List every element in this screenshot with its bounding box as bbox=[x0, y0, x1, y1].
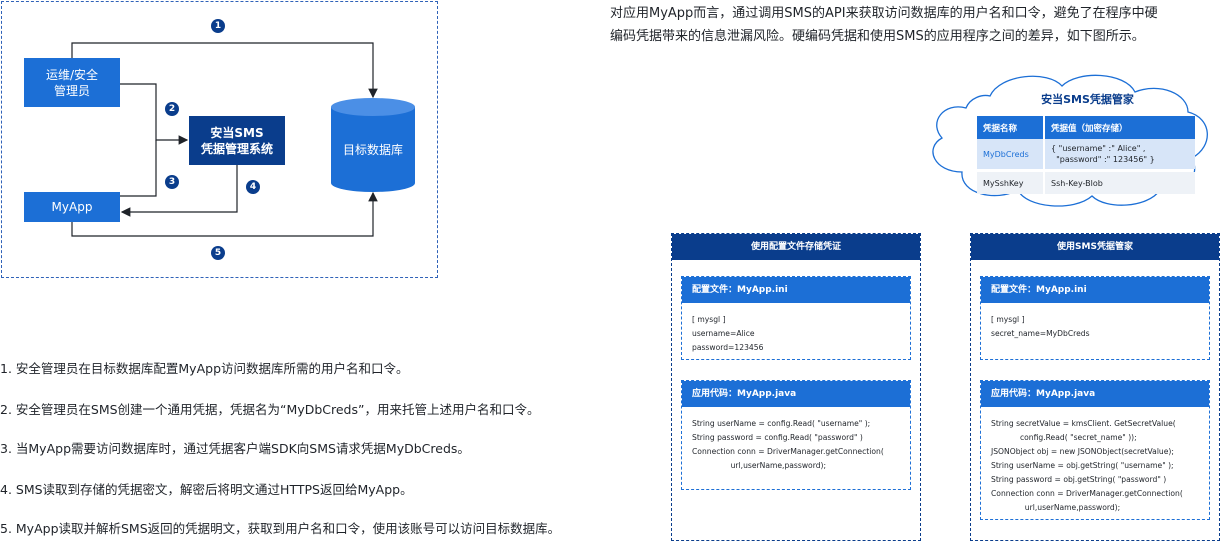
intro-line-2: 编码凭据带来的信息泄漏风险。硬编码凭据和使用SMS的应用程序之间的差异，如下图所… bbox=[610, 29, 1145, 44]
credential-value-mydbcreds: { "username" :" Alice" , "password" :" 1… bbox=[1043, 139, 1195, 169]
step-text-5: 5. MyApp读取并解析SMS返回的凭据明文，获取到用户名和口令，使用该账号可… bbox=[0, 521, 561, 536]
step-number-2: 2 bbox=[165, 102, 179, 116]
panel-sms: 使用SMS凭据管家 配置文件：MyApp.ini [ mysgl ] secre… bbox=[970, 233, 1220, 541]
step-number-4: 4 bbox=[246, 180, 260, 194]
arrow-step-4 bbox=[120, 165, 238, 217]
panel-title: 使用配置文件存储凭证 bbox=[672, 234, 920, 260]
code-card-title: 应用代码：MyApp.java bbox=[682, 381, 910, 407]
arrow-step-5 bbox=[71, 191, 378, 237]
step-text-3: 3. 当MyApp需要访问数据库时，通过凭据客户端SDK向SMS请求凭据MyDb… bbox=[0, 441, 470, 456]
code-card: 应用代码：MyApp.java String userName = config… bbox=[681, 380, 911, 490]
code-card: 应用代码：MyApp.java String secretValue = kms… bbox=[980, 380, 1210, 520]
code-card-body: String userName = config.Read( "username… bbox=[692, 419, 884, 470]
header-credential-name: 凭据名称 bbox=[983, 123, 1018, 134]
config-card-body: [ mysgl ] username=Alice password=123456 bbox=[692, 315, 764, 352]
step-number-1: 1 bbox=[211, 19, 225, 33]
database-cylinder-icon bbox=[331, 98, 415, 192]
arrow-step-2 bbox=[120, 83, 189, 145]
code-card-body: String secretValue = kmsClient. GetSecre… bbox=[991, 419, 1183, 512]
config-card: 配置文件：MyApp.ini [ mysgl ] username=Alice … bbox=[681, 276, 911, 360]
ops-admin-node: 运维/安全 管理员 bbox=[24, 58, 120, 107]
flow-diagram-frame bbox=[1, 1, 438, 278]
credential-row: MyDbCreds { "username" :" Alice" , "pass… bbox=[977, 139, 1195, 169]
panel-config-file: 使用配置文件存储凭证 配置文件：MyApp.ini [ mysgl ] user… bbox=[671, 233, 921, 541]
arrow-step-1 bbox=[71, 42, 378, 99]
step-text-1: 1. 安全管理员在目标数据库配置MyApp访问数据库所需的用户名和口令。 bbox=[0, 361, 409, 376]
credential-name-mydbcreds: MyDbCreds bbox=[983, 149, 1029, 159]
credential-name-mysshkey: MySshKey bbox=[983, 178, 1024, 188]
target-db-label: 目标数据库 bbox=[342, 143, 403, 157]
cloud-title: 安当SMS凭据管家 bbox=[1041, 93, 1134, 106]
header-credential-value: 凭据值（加密存储） bbox=[1043, 116, 1195, 139]
credential-value-mysshkey: Ssh-Key-Blob bbox=[1043, 172, 1195, 194]
arrow-step-3 bbox=[120, 140, 157, 197]
myapp-node: MyApp bbox=[24, 192, 120, 222]
step-text-4: 4. SMS读取到存储的凭据密文，解密后将明文通过HTTPS返回给MyApp。 bbox=[0, 482, 413, 497]
step-number-5: 5 bbox=[211, 246, 225, 260]
config-card-body: [ mysgl ] secret_name=MyDbCreds bbox=[991, 315, 1090, 338]
config-card-title: 配置文件：MyApp.ini bbox=[981, 277, 1209, 303]
credential-table: 凭据名称 凭据值（加密存储） MyDbCreds { "username" :"… bbox=[977, 116, 1195, 194]
code-card-title: 应用代码：MyApp.java bbox=[981, 381, 1209, 407]
config-card: 配置文件：MyApp.ini [ mysgl ] secret_name=MyD… bbox=[980, 276, 1210, 360]
config-card-title: 配置文件：MyApp.ini bbox=[682, 277, 910, 303]
step-text-2: 2. 安全管理员在SMS创建一个通用凭据，凭据名为“MyDbCreds”，用来托… bbox=[0, 402, 540, 417]
flow-connectors bbox=[71, 42, 415, 237]
intro-line-1: 对应用MyApp而言，通过调用SMS的API来获取访问数据库的用户名和口令，避免… bbox=[610, 6, 1158, 21]
sms-system-node: 安当SMS 凭据管理系统 bbox=[189, 116, 285, 165]
credential-table-header: 凭据名称 凭据值（加密存储） bbox=[977, 116, 1195, 139]
step-number-3: 3 bbox=[165, 175, 179, 189]
credential-row: MySshKey Ssh-Key-Blob bbox=[977, 172, 1195, 194]
panel-title: 使用SMS凭据管家 bbox=[971, 234, 1219, 260]
